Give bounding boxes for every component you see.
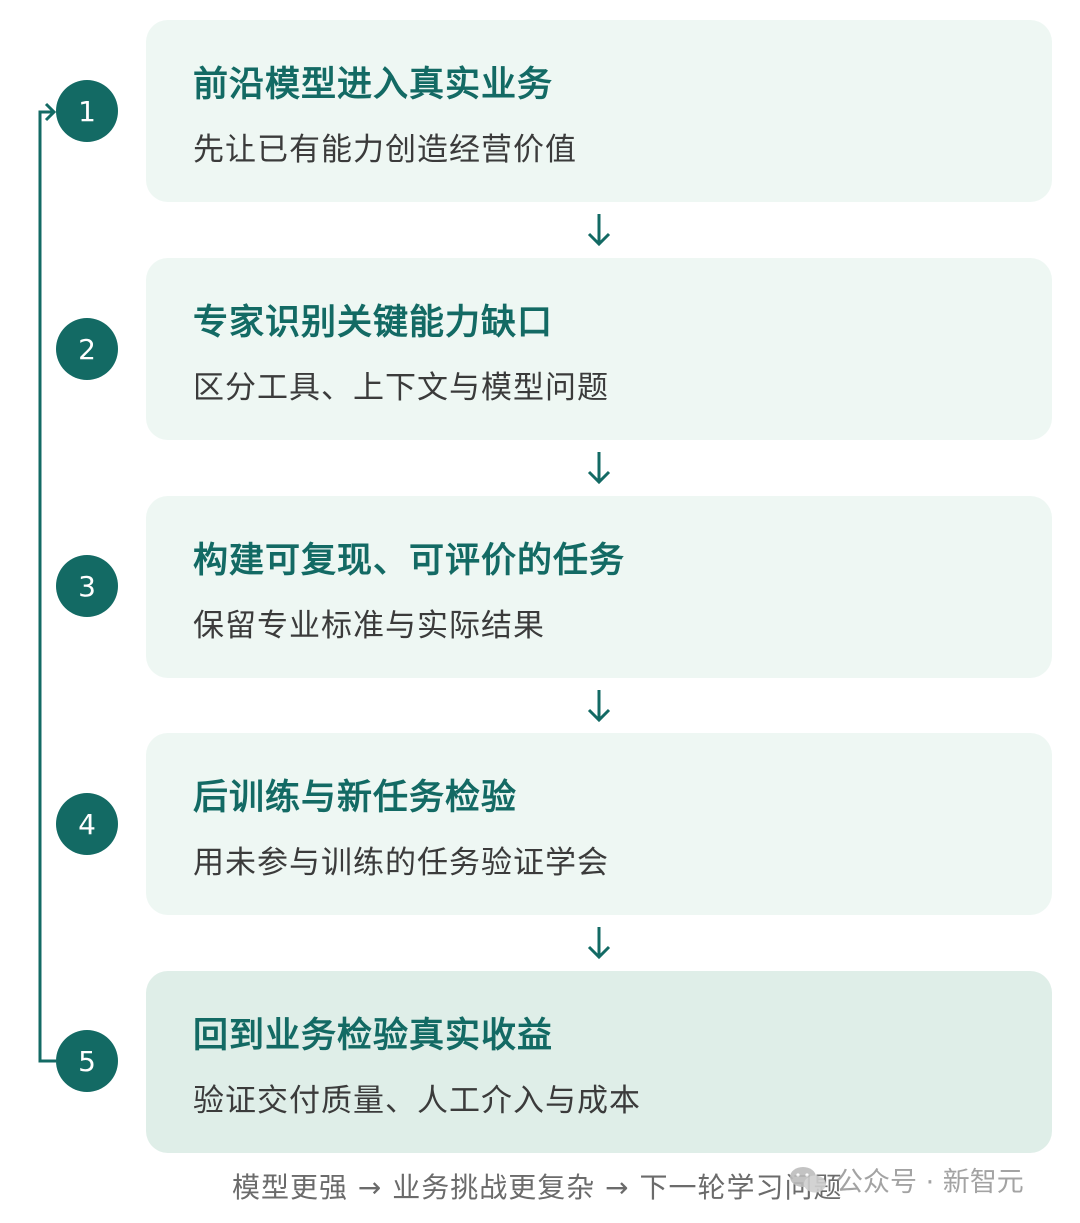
- down-arrow-icon: [587, 690, 611, 723]
- step-title: 后训练与新任务检验: [193, 778, 518, 818]
- cycle-caption: 模型更强 → 业务挑战更复杂 → 下一轮学习问题: [232, 1171, 843, 1204]
- watermark-text: 公众号 · 新智元: [836, 1167, 1024, 1198]
- down-arrow-icon: [587, 927, 611, 960]
- wechat-icon: [790, 1166, 826, 1192]
- step-subtitle: 保留专业标准与实际结果: [193, 608, 545, 644]
- watermark: 公众号 · 新智元: [788, 1160, 1024, 1199]
- down-arrow-icon: [587, 452, 611, 485]
- step-card-1: 前沿模型进入真实业务 先让已有能力创造经营价值: [146, 20, 1052, 202]
- step-title: 前沿模型进入真实业务: [193, 65, 554, 105]
- step-subtitle: 验证交付质量、人工介入与成本: [193, 1083, 641, 1119]
- step-title: 回到业务检验真实收益: [193, 1016, 554, 1056]
- step-number-badge-3: 3: [56, 555, 118, 617]
- step-subtitle: 区分工具、上下文与模型问题: [193, 370, 609, 406]
- step-number-badge-2: 2: [56, 318, 118, 380]
- step-number-badge-4: 4: [56, 793, 118, 855]
- down-arrow-icon: [587, 214, 611, 247]
- step-card-5: 回到业务检验真实收益 验证交付质量、人工介入与成本: [146, 971, 1052, 1153]
- step-title: 专家识别关键能力缺口: [193, 303, 554, 343]
- step-title: 构建可复现、可评价的任务: [193, 541, 626, 581]
- step-number-badge-1: 1: [56, 80, 118, 142]
- step-card-3: 构建可复现、可评价的任务 保留专业标准与实际结果: [146, 496, 1052, 678]
- step-card-2: 专家识别关键能力缺口 区分工具、上下文与模型问题: [146, 258, 1052, 440]
- step-card-4: 后训练与新任务检验 用未参与训练的任务验证学会: [146, 733, 1052, 915]
- step-subtitle: 先让已有能力创造经营价值: [193, 132, 577, 168]
- step-number-badge-5: 5: [56, 1030, 118, 1092]
- step-subtitle: 用未参与训练的任务验证学会: [193, 845, 609, 881]
- loop-back-connector: [38, 102, 57, 1063]
